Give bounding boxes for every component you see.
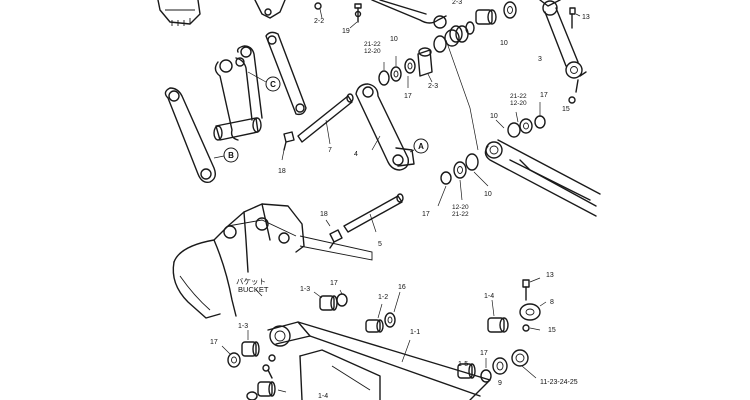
svg-text:A: A (418, 142, 424, 151)
label-2-3-mid: 2-3 (428, 83, 438, 90)
label-18-b: 18 (320, 211, 328, 218)
bushing-2-3-top (475, 9, 497, 25)
washer-right-bot (511, 349, 537, 379)
bolt-13-top (569, 7, 581, 29)
washer-stack-mid (378, 56, 416, 88)
washer-16 (384, 291, 401, 328)
label-7: 7 (328, 147, 332, 154)
label-5: 5 (378, 241, 382, 248)
label-3: 3 (538, 56, 542, 63)
link-3-right (539, 0, 583, 79)
bucket-leader (255, 289, 263, 297)
bushing-1-4-top (487, 299, 509, 333)
washer-17-d (336, 289, 348, 307)
label-15-top: 15 (562, 106, 570, 113)
bushing-2-3-mid (417, 29, 460, 83)
pin-7 (297, 93, 354, 145)
part-8 (519, 301, 547, 321)
label-10-mid: 10 (390, 36, 398, 43)
bucket-label-jp: バケット (236, 277, 266, 286)
nut-15-bot (522, 324, 541, 332)
label-17-left: 17 (210, 339, 218, 346)
callout-a: A (413, 138, 429, 154)
washer-17-left (221, 345, 241, 368)
bushing-1-3-left (241, 330, 260, 357)
link-4 (355, 83, 415, 171)
svg-text:C: C (270, 80, 276, 89)
label-19: 19 (342, 28, 350, 35)
bolt-small-left (268, 354, 276, 362)
label-1-1: 1-1 (410, 329, 420, 336)
label-2-2: 2-2 (314, 18, 324, 25)
label-17-c: 17 (422, 211, 430, 218)
label-18-a: 18 (278, 168, 286, 175)
label-21-22-c: 21-22 (452, 211, 469, 218)
label-8: 8 (550, 299, 554, 306)
callout-b: B (223, 147, 239, 163)
leader-main (445, 39, 479, 151)
bushing-1-3 (313, 291, 338, 311)
label-12-20-a: 12-20 (364, 48, 381, 55)
bucket-main (172, 203, 373, 319)
label-2-3-top: 2-3 (452, 0, 462, 6)
pin-5 (343, 193, 404, 233)
label-15-bot: 15 (548, 327, 556, 334)
bushing-1-5 (457, 363, 476, 379)
label-1-5: 1-5 (458, 361, 468, 368)
bolt-13-bot (522, 277, 541, 301)
label-1-3: 1-3 (300, 286, 310, 293)
link-b (164, 87, 225, 184)
bucket-label: BUCKET (238, 285, 269, 294)
washer-9 (492, 357, 508, 375)
label-1-4-top: 1-4 (484, 293, 494, 300)
ring-top (449, 21, 475, 43)
label-17-bot: 17 (480, 350, 488, 357)
cylinder-right (484, 139, 601, 217)
link-3-top (371, 0, 447, 29)
label-9: 9 (498, 380, 502, 387)
link-pair-c (213, 45, 267, 141)
label-1-3-left: 1-3 (238, 323, 248, 330)
label-13-top: 13 (582, 14, 590, 21)
label-4: 4 (354, 151, 358, 158)
washer-17-bot (480, 358, 492, 383)
nut-15-top (568, 71, 587, 104)
label-17-right: 17 (540, 92, 548, 99)
washer-stack-lower (437, 153, 489, 207)
label-12-20-b: 12-20 (510, 100, 527, 107)
bracket-2-2 (254, 0, 323, 19)
label-10-right: 10 (490, 113, 498, 120)
label-10-top: 10 (500, 40, 508, 47)
label-17-mid: 17 (404, 93, 412, 100)
label-1-2: 1-2 (378, 294, 388, 301)
bolt-19 (349, 3, 362, 29)
washer-10-top (503, 1, 517, 19)
label-12-20-c: 12-20 (452, 204, 469, 211)
bolt-18-a (281, 131, 295, 161)
arm-1-1 (267, 321, 491, 400)
label-10-c: 10 (484, 191, 492, 198)
label-16: 16 (398, 284, 406, 291)
bushing-1-2 (365, 303, 384, 333)
label-21-22-a: 21-22 (364, 41, 381, 48)
bushing-1-4-bot (246, 364, 287, 400)
washer-stack-right (495, 102, 546, 138)
callout-c: C (265, 76, 281, 92)
bucket-fragment-top (157, 0, 201, 26)
label-21-22-b: 21-22 (510, 93, 527, 100)
link-tall-right (265, 31, 307, 116)
svg-text:B: B (228, 151, 234, 160)
label-11-23-24-25: 11-23-24-25 (540, 379, 578, 386)
label-13-bot: 13 (546, 272, 554, 279)
label-17-d: 17 (330, 280, 338, 287)
label-1-4-bot: 1-4 (318, 393, 328, 400)
